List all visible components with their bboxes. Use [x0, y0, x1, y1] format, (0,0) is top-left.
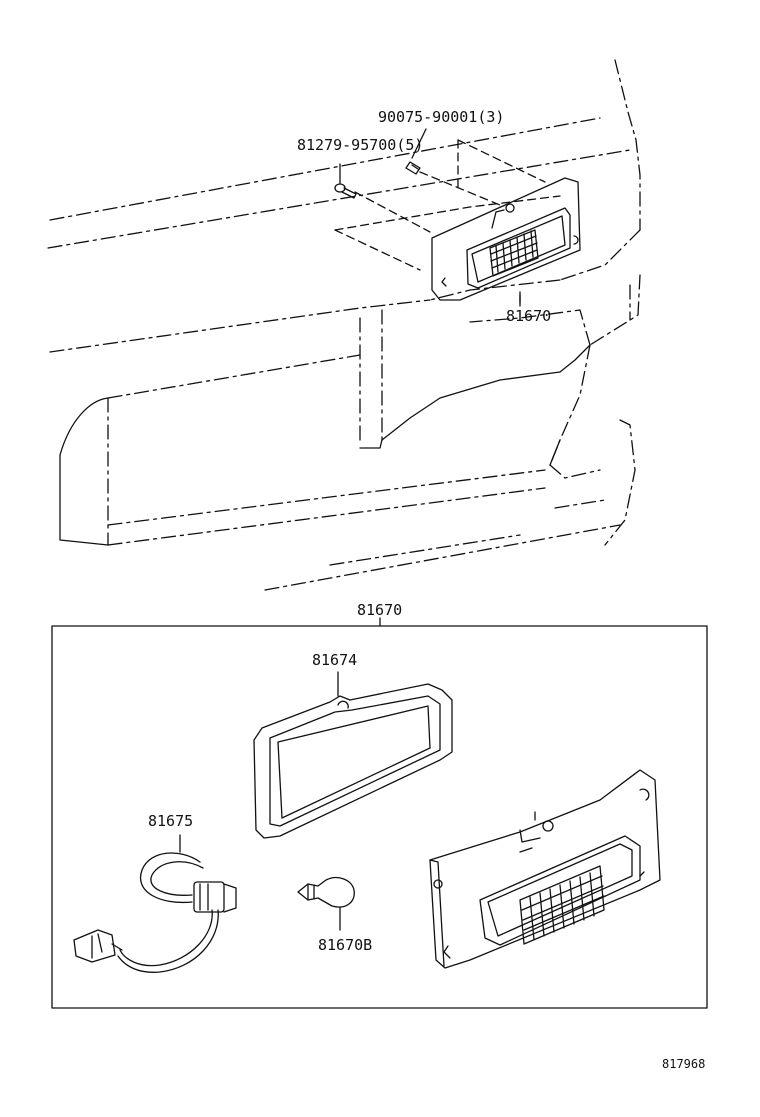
bulb-label: 81670B	[318, 936, 373, 954]
bulb-part	[297, 876, 355, 931]
lamp-assy-label-top: 81670	[506, 307, 552, 325]
socket-wire-label: 81675	[148, 812, 194, 830]
gasket-part	[253, 671, 453, 839]
gasket-label: 81674	[312, 651, 358, 669]
figure-id-label: 817968	[662, 1057, 706, 1071]
bolt-part-label: 81279-95700(5)	[297, 136, 424, 154]
screw-part	[405, 128, 427, 175]
screw-part-label: 90075-90001(3)	[378, 108, 505, 126]
bumper-outline	[59, 344, 591, 546]
bolt-part	[334, 163, 357, 199]
mount-guide-lines	[334, 139, 561, 271]
lamp-housing-part	[429, 769, 661, 969]
mounted-license-lamp	[431, 177, 581, 304]
lamp-assy-label-box: 81670	[357, 601, 403, 619]
socket-wire-part	[73, 834, 237, 973]
